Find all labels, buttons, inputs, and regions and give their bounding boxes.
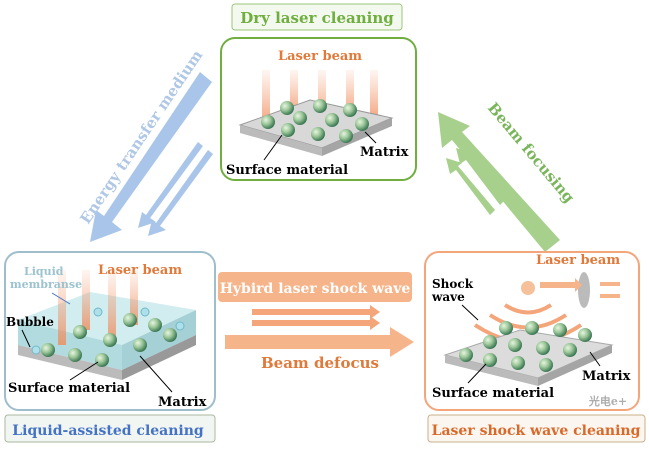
top-laser-beam-label: Laser beam bbox=[278, 49, 362, 64]
top-surface-label: Surface material bbox=[226, 163, 348, 178]
energy-transfer-arrows: Energy transfer medium bbox=[76, 47, 213, 242]
liquid-assisted-panel: Liquid membranse Laser beam Bubble Surfa… bbox=[4, 251, 216, 443]
dry-title: Dry laser cleaning bbox=[240, 9, 394, 27]
left-matrix-label: Matrix bbox=[158, 395, 207, 410]
liquid-label-2: membranse bbox=[10, 278, 82, 291]
shock-label-1: Shock bbox=[432, 277, 474, 291]
right-laser-beam-label: Laser beam bbox=[536, 253, 620, 268]
watermark: 光电e+ bbox=[588, 394, 627, 408]
top-matrix-label: Matrix bbox=[360, 145, 409, 160]
beam-focusing-arrows: Beam focusing bbox=[438, 99, 578, 252]
right-surface-label: Surface material bbox=[432, 386, 554, 401]
left-laser-beam-label: Laser beam bbox=[98, 263, 182, 278]
shock-label-2: wave bbox=[431, 290, 465, 304]
shock-title: Laser shock wave cleaning bbox=[432, 423, 641, 439]
center-arrows: Hybird laser shock wave Beam defocus bbox=[218, 272, 414, 372]
left-surface-label: Surface material bbox=[8, 381, 130, 396]
energy-transfer-label: Energy transfer medium bbox=[76, 47, 206, 228]
bubble-label: Bubble bbox=[6, 315, 54, 329]
defocus-label: Beam defocus bbox=[261, 354, 379, 372]
shock-wave-panel: Laser beam Shock wave Surface material M… bbox=[424, 251, 646, 443]
hybrid-label: Hybird laser shock wave bbox=[220, 281, 411, 297]
liquid-label-1: Liquid bbox=[24, 265, 64, 278]
liquid-title: Liquid-assisted cleaning bbox=[12, 423, 204, 439]
dry-laser-panel: Dry laser cleaning Laser beam Surface ma… bbox=[220, 3, 417, 181]
right-matrix-label: Matrix bbox=[582, 369, 631, 384]
